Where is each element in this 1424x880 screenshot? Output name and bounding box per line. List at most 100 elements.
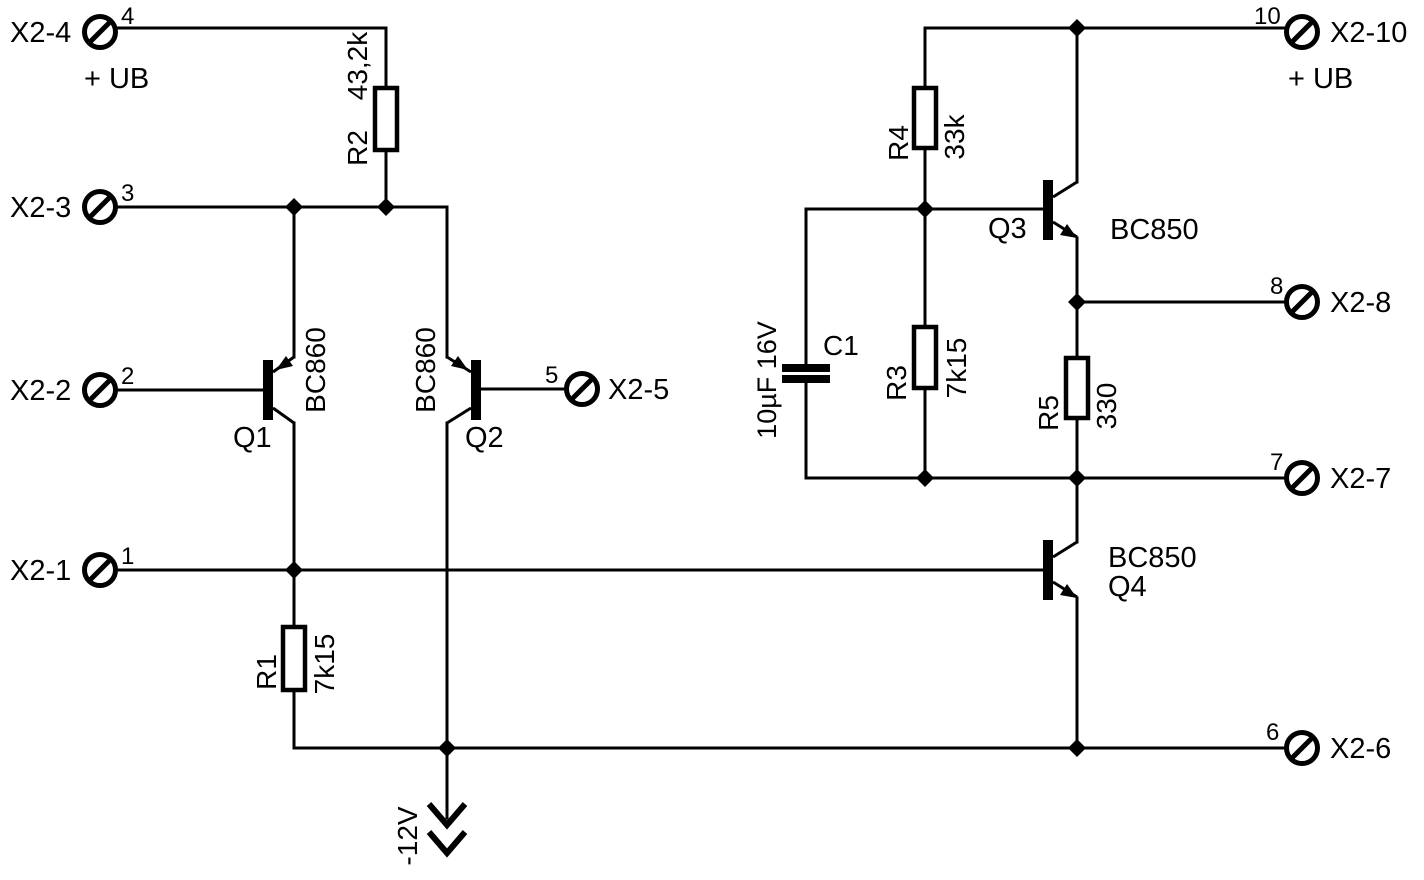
terminal-circle-icon — [82, 372, 118, 408]
resistor-value: 7k15 — [941, 338, 972, 399]
terminal-circle-icon — [1284, 14, 1320, 50]
terminal-slash-icon — [1289, 19, 1315, 45]
junction-dot — [916, 200, 934, 218]
junction-dot — [285, 561, 303, 579]
transistor-base-bar — [1043, 540, 1053, 600]
terminal-label: X2-3 — [10, 192, 71, 224]
transistor-q4: BC850 Q4 — [1043, 540, 1197, 603]
resistor-ref: R3 — [881, 365, 912, 401]
terminal-label: X2-7 — [1330, 463, 1391, 495]
emitter-arrow-icon — [451, 356, 468, 370]
collector-lead — [1052, 180, 1078, 199]
capacitor-ref: C1 — [823, 330, 859, 361]
resistor-r3: R3 7k15 — [881, 324, 972, 401]
junction-dot — [1068, 19, 1086, 37]
transistor-ref: Q4 — [1108, 571, 1147, 603]
terminal-pin: 10 — [1254, 3, 1281, 30]
wires — [115, 26, 1288, 820]
terminal-label: X2-1 — [10, 555, 71, 587]
transistor-q3: Q3 BC850 — [988, 180, 1199, 246]
terminal-circle-icon — [82, 189, 118, 225]
terminal-x2-10: X2-10 10 — [1254, 3, 1407, 50]
collector-lead — [272, 406, 295, 425]
transistor-base-bar — [471, 360, 481, 420]
terminal-pin: 6 — [1266, 719, 1279, 746]
collector-lead — [1052, 540, 1078, 559]
resistor-r1: R1 7k15 — [251, 624, 340, 694]
junction-dot — [438, 739, 456, 757]
transistor-ref: Q3 — [988, 213, 1027, 245]
terminal-slash-icon — [87, 19, 113, 45]
terminal-x2-5: X2-5 5 — [545, 362, 669, 407]
transistor-part: BC860 — [300, 327, 331, 413]
junction-dot — [916, 469, 934, 487]
resistor-body — [280, 624, 308, 693]
supply-label-right: + UB — [1288, 63, 1353, 95]
resistor-ref: R4 — [883, 125, 914, 161]
junction-dot — [1068, 293, 1086, 311]
terminal-x2-3: X2-3 3 — [10, 180, 134, 225]
transistor-ref: Q2 — [465, 422, 504, 454]
terminal-x2-8: X2-8 8 — [1270, 273, 1391, 320]
resistor-body — [911, 324, 939, 391]
capacitor-c1: C1 10µF 16V — [752, 321, 859, 439]
resistor-body — [372, 85, 400, 153]
transistor-part: BC860 — [410, 327, 441, 413]
resistor-value: 330 — [1091, 383, 1122, 430]
terminal-label: X2-2 — [10, 375, 71, 407]
junction-dot — [1068, 469, 1086, 487]
emitter-arrow-icon — [1060, 584, 1077, 598]
terminal-label: X2-8 — [1330, 287, 1391, 319]
terminal-circle-icon — [1284, 284, 1320, 320]
emitter-arrow-icon — [1060, 224, 1077, 238]
transistor-base-bar — [1043, 180, 1053, 240]
terminal-slash-icon — [1289, 735, 1315, 761]
terminal-circle-icon — [82, 14, 118, 50]
terminal-x2-1: X2-1 1 — [10, 543, 134, 588]
ground-chevron-icon — [426, 802, 468, 830]
transistor-ref: Q1 — [233, 422, 272, 454]
terminal-pin: 7 — [1270, 449, 1283, 476]
terminal-slash-icon — [1289, 465, 1315, 491]
resistor-body — [911, 85, 939, 151]
terminal-label: X2-4 — [10, 17, 71, 49]
terminal-x2-2: X2-2 2 — [10, 363, 134, 408]
terminal-slash-icon — [87, 377, 113, 403]
junction-dot — [1068, 739, 1086, 757]
terminal-label: X2-5 — [608, 374, 669, 406]
transistor-q2: Q2 BC860 — [410, 327, 504, 454]
terminal-slash-icon — [569, 376, 595, 402]
terminal-circle-icon — [1284, 730, 1320, 766]
resistor-ref: R5 — [1033, 395, 1064, 431]
supply-label-left: + UB — [84, 63, 149, 95]
resistor-ref: R2 — [342, 130, 373, 166]
capacitor-plate — [782, 364, 830, 372]
terminal-pin: 3 — [121, 180, 134, 207]
terminal-pin: 4 — [121, 3, 134, 30]
terminal-circle-icon — [564, 371, 600, 407]
terminal-circle-icon — [1284, 460, 1320, 496]
emitter-arrow-icon — [276, 356, 293, 370]
terminal-label: X2-6 — [1330, 733, 1391, 765]
terminal-x2-7: X2-7 7 — [1270, 449, 1391, 496]
terminal-label: X2-10 — [1330, 17, 1407, 49]
resistor-value: 33k — [939, 113, 970, 159]
negative-supply-label: -12V — [392, 806, 423, 865]
terminal-pin: 1 — [121, 543, 134, 570]
terminal-pin: 5 — [545, 362, 558, 389]
terminal-x2-4: X2-4 4 — [10, 3, 134, 50]
resistor-r4: R4 33k — [883, 85, 970, 161]
ground-chevron-icon — [426, 830, 468, 858]
capacitor-value: 10µF 16V — [752, 321, 782, 439]
junction-dot — [285, 198, 303, 216]
resistor-value: 43,2k — [342, 31, 373, 100]
terminal-slash-icon — [87, 194, 113, 220]
terminal-x2-6: X2-6 6 — [1266, 719, 1391, 766]
junction-dot — [377, 198, 395, 216]
terminal-circle-icon — [82, 552, 118, 588]
transistor-q1: Q1 BC860 — [233, 327, 331, 454]
transistor-base-bar — [263, 360, 273, 420]
resistor-ref: R1 — [251, 654, 282, 690]
terminal-pin: 2 — [121, 363, 134, 390]
